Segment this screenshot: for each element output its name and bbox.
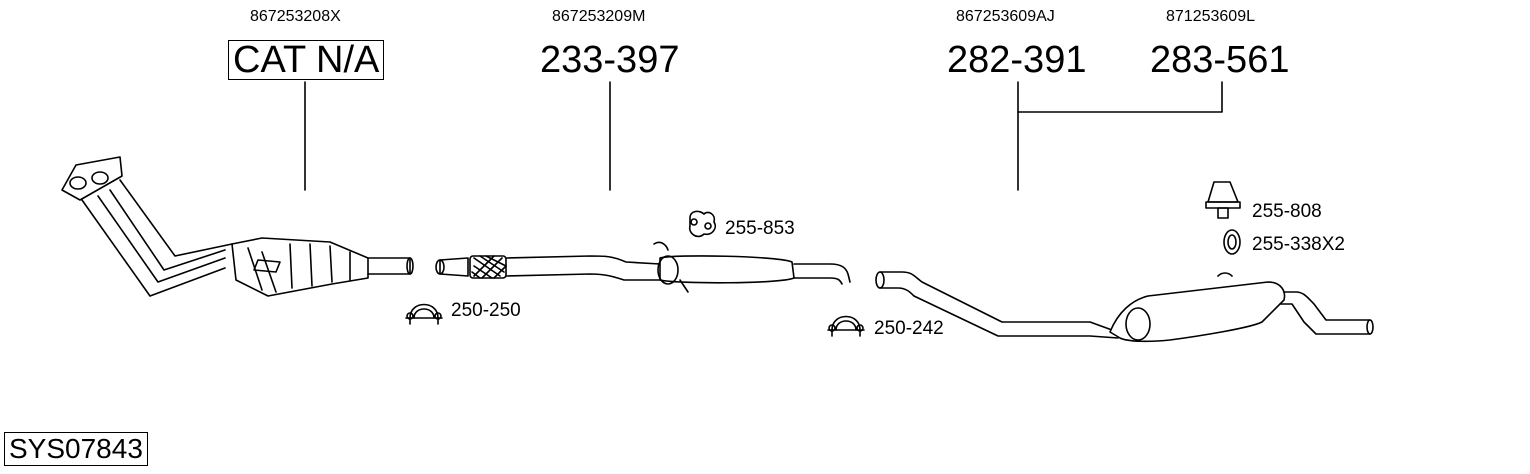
oem-number-282-391: 867253609AJ	[956, 8, 1055, 25]
rear-pipe-silencer[interactable]	[875, 271, 1374, 343]
part-number-283-561[interactable]: 283-561	[1150, 39, 1290, 81]
part-number-cat[interactable]: CAT N/A	[228, 40, 385, 80]
oem-number-283-561: 871253609L	[1166, 8, 1255, 25]
accessory-label-255-853[interactable]: 255-853	[725, 218, 795, 239]
accessory-label-250-242[interactable]: 250-242	[874, 318, 944, 339]
accessory-label-255-808[interactable]: 255-808	[1252, 201, 1322, 222]
pipe-clamp-icon	[405, 303, 443, 325]
accessory-label-255-338x2[interactable]: 255-338X2	[1252, 234, 1345, 255]
rubber-ring-icon	[1223, 229, 1241, 255]
accessory-label-250-250[interactable]: 250-250	[451, 300, 521, 321]
oem-number-233-397: 867253209M	[552, 8, 646, 25]
rubber-hanger-icon	[688, 210, 717, 238]
oem-number-cat: 867253208X	[250, 8, 341, 25]
pipe-clamp-icon	[827, 315, 865, 337]
leader-line-283-561	[1017, 81, 1223, 113]
front-pipe-catalyst[interactable]	[61, 156, 414, 297]
rubber-mount-icon	[1205, 181, 1241, 219]
centre-pipe-silencer[interactable]	[435, 241, 851, 293]
system-code: SYS07843	[4, 432, 148, 466]
part-number-282-391[interactable]: 282-391	[947, 39, 1087, 81]
part-number-233-397[interactable]: 233-397	[540, 39, 680, 81]
